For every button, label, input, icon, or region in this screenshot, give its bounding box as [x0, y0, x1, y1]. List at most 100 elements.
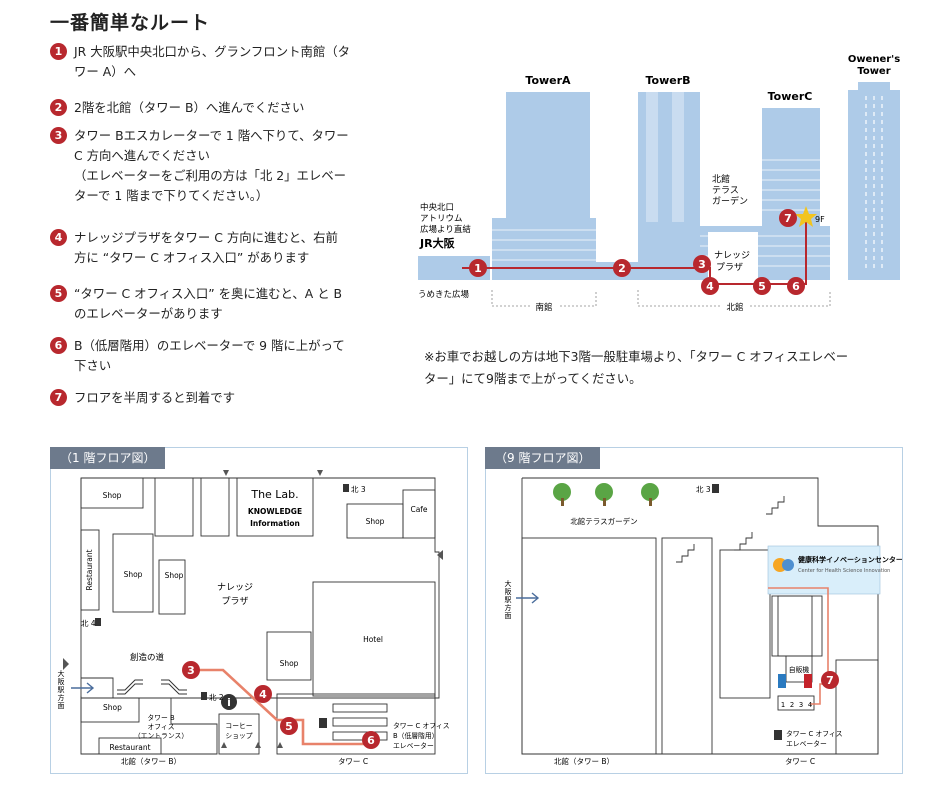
step-number: 4 [50, 229, 67, 246]
center-logo-icon [773, 558, 794, 572]
elev-label-2: エレベーター [786, 739, 827, 748]
floor9-bottom-left: 北館（タワー B） [554, 756, 614, 766]
umekita-label: うめきた広場 [418, 289, 470, 300]
kita4-label: 北 4 [81, 619, 96, 628]
entrance-icon [221, 742, 227, 748]
garden-label-2: テラス [712, 185, 739, 196]
step-number: 3 [50, 127, 67, 144]
shop-a [80, 477, 144, 509]
coffee-shop [218, 713, 260, 755]
cafe [402, 489, 436, 539]
lab-sub-2: Information [250, 519, 300, 528]
svg-text:3: 3 [698, 258, 706, 271]
svg-text:5: 5 [758, 280, 766, 293]
overview-marker-7: 7 [779, 209, 797, 227]
step-number: 2 [50, 99, 67, 116]
floor9-service [771, 595, 823, 657]
step-4: 4 ナレッジプラザをタワー C 方向に進むと、右前 方に “タワー C オフィス… [50, 228, 385, 284]
towerb-label-2: オフィス [147, 723, 174, 731]
svg-text:7: 7 [826, 674, 834, 687]
towerc-elev-label-3: エレベーター [393, 741, 434, 750]
step-text: B（低層階用）のエレベーターで 9 階に上がって 下さい [74, 338, 345, 373]
tower-c-label: TowerC [768, 90, 813, 103]
info-icon: i [221, 694, 237, 710]
step-text: タワー Bエスカレーターで 1 階へ下りて、タワー C 方向へ進んでください （… [74, 128, 349, 203]
restaurant-lower [98, 737, 162, 755]
tower-a-label: TowerA [525, 74, 571, 87]
tree-icon [595, 483, 613, 506]
elevator-number-labels: 1 2 3 4 [781, 701, 812, 709]
step-number: 1 [50, 43, 67, 60]
garden-label-3: ガーデン [712, 195, 748, 207]
center-name: 健康科学イノベーションセンター [798, 555, 902, 564]
kita2-label: 北 2 [209, 693, 224, 702]
svg-text:方: 方 [505, 603, 512, 612]
knowledge-label-2: プラザ [716, 262, 743, 273]
floor9-left-room [521, 537, 657, 755]
step-text: ナレッジプラザをタワー C 方向に進むと、右前 方に “タワー C オフィス入口… [74, 230, 338, 265]
parking-note: ※お車でお越しの方は地下3階一般駐車場より、「タワー C オフィスエレベー ター… [424, 349, 849, 386]
station-arrow-icon [71, 682, 95, 694]
overview-marker-5: 5 [753, 277, 771, 295]
the-lab [236, 477, 314, 537]
tower-a [492, 92, 592, 231]
step-text: JR 大阪駅中央北口から、グランフロント南館（タ ワー A）へ [74, 44, 351, 79]
bottom-left-label: 北館（タワー B） [121, 756, 181, 766]
osaka-direction-label: 大 阪 駅 方 面 [505, 579, 512, 620]
entrance-icon [437, 550, 443, 560]
floor9-kita3-label: 北 3 [696, 485, 711, 494]
entrance-icon [63, 658, 69, 670]
entrance-icon [317, 470, 323, 476]
floor9-marker-7: 7 [821, 671, 839, 689]
south-podium-floors [492, 229, 596, 261]
towerc-elev-label-1: タワー C オフィス [393, 721, 450, 730]
tower-c-office [276, 693, 436, 755]
svg-text:方: 方 [58, 693, 65, 702]
step-number: 7 [50, 389, 67, 406]
floor1-marker-3: 3 [182, 661, 200, 679]
escalator-icon [117, 679, 187, 695]
floor1-marker-4: 4 [254, 685, 272, 703]
bottom-right-label: タワー C [338, 757, 368, 766]
shop-e-label: Shop [165, 571, 184, 580]
svg-text:6: 6 [792, 280, 800, 293]
towerc-elev-label-2: B（低層階用） [393, 731, 438, 740]
svg-text:4: 4 [706, 280, 714, 293]
floor1-marker-6: 6 [362, 731, 380, 749]
stairs-icon [676, 496, 785, 563]
jr-label: JR大阪 [419, 236, 456, 250]
svg-text:駅: 駅 [58, 686, 65, 694]
tree-icon [553, 483, 571, 506]
shop-lower-label: Shop [103, 703, 122, 712]
floor9-core [719, 549, 771, 699]
north-label: 北館 [726, 302, 743, 313]
shop-f [266, 631, 312, 681]
destination-star-icon [795, 206, 817, 227]
owners-tower-label: Owener's [848, 54, 900, 65]
male-toilet-icon [778, 674, 786, 688]
restaurant-v-label: Restaurant [85, 549, 94, 590]
floor9-bottom-right: タワー C [785, 757, 815, 766]
floor9-route [768, 587, 829, 705]
step-5: 5 “タワー C オフィス入口” を奥に進むと、A と B のエレベーターがあり… [50, 284, 385, 336]
shop-c-label: Shop [124, 570, 143, 579]
svg-text:6: 6 [367, 734, 375, 747]
overview-marker-6: 6 [787, 277, 805, 295]
lab-sub-1: KNOWLEDGE [248, 507, 302, 516]
center-en: Center for Health Science Innovation [798, 568, 890, 574]
towerb-label-3: （エントランス） [134, 732, 188, 740]
shop-b [154, 477, 194, 537]
svg-text:1: 1 [474, 262, 482, 275]
elevator-icon [712, 484, 719, 493]
step-3: 3 タワー Bエスカレーターで 1 階へ下りて、タワー C 方向へ進んでください… [50, 126, 385, 228]
elevator-icon [201, 692, 207, 700]
svg-text:大: 大 [58, 669, 65, 678]
station-arrow-icon [516, 592, 540, 604]
road-label: 創造の道 [130, 652, 165, 663]
overview-marker-3: 3 [693, 255, 711, 273]
south-label: 南館 [535, 302, 552, 313]
floor9-map: 北 3 北館テラスガーデン 健康科学イノベーションセンター Center for… [505, 477, 902, 766]
entrance-icon [255, 742, 261, 748]
overview-marker-4: 4 [701, 277, 719, 295]
step-1: 1 JR 大阪駅中央北口から、グランフロント南館（タ ワー A）へ [50, 42, 385, 98]
